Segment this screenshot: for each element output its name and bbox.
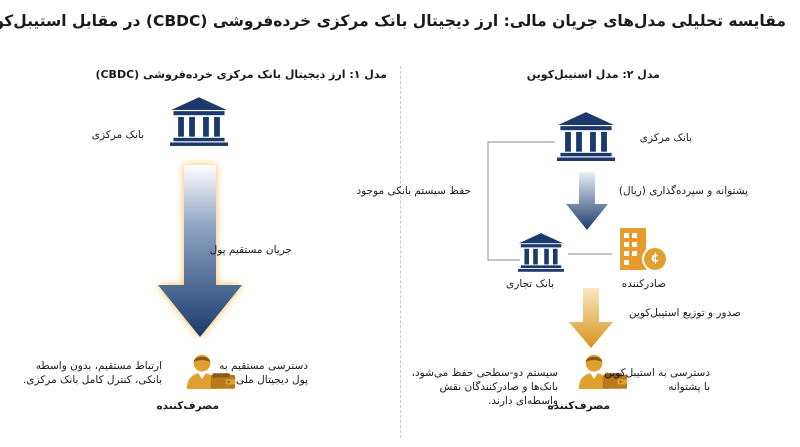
banking-connector xyxy=(487,141,555,261)
direct-flow-label: جریان مستقیم پول xyxy=(209,244,292,256)
cbdc-note-line-1: ارتباط مستقیم، بدون واسطه xyxy=(35,360,162,372)
bank-icon xyxy=(518,233,564,272)
stablecoin-access-label: دسترسی به استیبل‌کوین با پشتوانه xyxy=(604,366,710,394)
backing-arrow xyxy=(566,172,608,230)
central-bank-label: بانک مرکزی xyxy=(639,132,692,144)
stablecoin-note-line-1: سیستم دو-سطحی حفظ می‌شود، xyxy=(411,367,558,379)
cbdc-note-line-2: بانکی، کنترل کامل بانک مرکزی. xyxy=(22,374,162,386)
stablecoin-note-line-3: واسطه‌ای دارند. xyxy=(488,395,558,407)
stablecoin-access-line-2: با پشتوانه xyxy=(668,381,710,393)
consumer-label: مصرف‌کننده xyxy=(547,400,610,412)
coin-icon: ¢ xyxy=(642,246,668,272)
cbdc-access-label: دسترسی مستقیم به پول دیجیتال ملی xyxy=(219,359,308,387)
panel-divider xyxy=(400,66,401,438)
stablecoin-access-line-1: دسترسی به استیبل‌کوین xyxy=(604,367,710,379)
cbdc-access-line-1: دسترسی مستقیم به xyxy=(219,360,308,372)
stablecoin-note-line-2: بانک‌ها و صادرکنندگان نقش xyxy=(439,381,559,393)
issuance-arrow xyxy=(569,288,613,348)
central-bank-label: بانک مرکزی xyxy=(91,129,144,141)
issuer-label: صادرکننده xyxy=(621,278,666,290)
stablecoin-note: سیستم دو-سطحی حفظ می‌شود، بانک‌ها و صادر… xyxy=(412,366,558,408)
cbdc-heading: مدل ۱: ارز دیجیتال بانک مرکزی خرده‌فروشی… xyxy=(95,68,387,81)
issuer-connector xyxy=(568,253,612,255)
cbdc-access-line-2: پول دیجیتال ملی xyxy=(235,374,308,386)
stablecoin-heading: مدل ۲: مدل استیبل‌کوین xyxy=(526,68,660,81)
direct-flow-arrow xyxy=(158,165,242,337)
banking-system-label: حفظ سیستم بانکی موجود xyxy=(356,185,471,197)
backing-label: پشتوانه و سپرده‌گذاری (ریال) xyxy=(618,185,748,197)
issuance-label: صدور و توزیع استیبل‌کوین xyxy=(628,307,741,319)
building-icon xyxy=(620,228,646,270)
bank-icon xyxy=(556,112,616,161)
cbdc-note: ارتباط مستقیم، بدون واسطه بانکی، کنترل ک… xyxy=(23,359,162,387)
page-title: مقایسه تحلیلی مدل‌های جریان مالی: ارز دی… xyxy=(0,12,786,30)
commercial-bank-label: بانک تجاری xyxy=(506,278,554,290)
bank-icon xyxy=(170,97,228,146)
consumer-label: مصرف‌کننده xyxy=(156,400,219,412)
